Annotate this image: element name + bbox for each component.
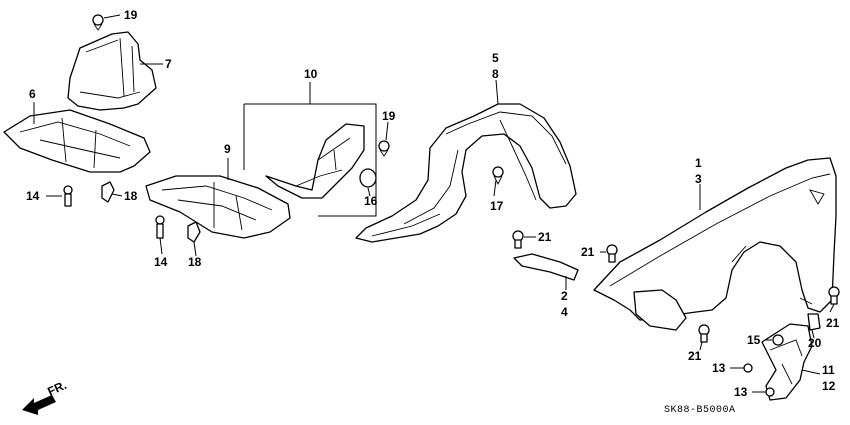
callout-labels: 19 7 6 10 9 19 5 8 16 17 14 18 14 18 21 … bbox=[26, 8, 840, 399]
callout-14-lower: 14 bbox=[154, 255, 168, 269]
part-10-bracket bbox=[265, 123, 377, 199]
callout-7: 7 bbox=[165, 57, 172, 71]
callout-2: 2 bbox=[561, 289, 568, 303]
part-9-undercover bbox=[145, 175, 291, 239]
callout-17: 17 bbox=[490, 199, 504, 213]
callout-19-top: 19 bbox=[124, 8, 138, 22]
callout-18-lower: 18 bbox=[188, 255, 202, 269]
callout-15: 15 bbox=[747, 333, 761, 347]
callout-12: 12 bbox=[822, 379, 836, 393]
callout-3: 3 bbox=[695, 172, 702, 186]
callout-4: 4 bbox=[561, 305, 568, 319]
part-7-splash-shield bbox=[67, 31, 157, 111]
part-1-front-fender bbox=[593, 157, 837, 331]
front-direction-arrow: FR. bbox=[22, 378, 69, 415]
callout-21-lower: 21 bbox=[688, 349, 702, 363]
part-5-inner-fender bbox=[355, 103, 577, 243]
fastener-clips bbox=[63, 14, 840, 397]
leader-lines bbox=[33, 14, 835, 393]
callout-9: 9 bbox=[224, 142, 231, 156]
callout-21-bracket: 21 bbox=[538, 230, 552, 244]
callout-19-box: 19 bbox=[382, 109, 396, 123]
callout-13-lower: 13 bbox=[734, 385, 748, 399]
callout-11: 11 bbox=[822, 363, 835, 377]
front-arrow-label: FR. bbox=[45, 378, 68, 399]
callout-14-left: 14 bbox=[26, 189, 40, 203]
callout-20: 20 bbox=[808, 336, 822, 350]
part-6-undercover bbox=[3, 109, 151, 173]
callout-18-left: 18 bbox=[124, 189, 138, 203]
part-2-bracket bbox=[513, 253, 579, 281]
callout-8: 8 bbox=[492, 67, 499, 81]
callout-13-upper: 13 bbox=[712, 361, 726, 375]
callout-21-fender: 21 bbox=[581, 245, 595, 259]
callout-16: 16 bbox=[364, 194, 378, 208]
diagram-code: SK88-B5000A bbox=[664, 405, 736, 416]
callout-21-right: 21 bbox=[826, 316, 840, 330]
callout-6: 6 bbox=[29, 87, 36, 101]
callout-5: 5 bbox=[492, 51, 499, 65]
callout-1: 1 bbox=[695, 156, 702, 170]
callout-10: 10 bbox=[304, 67, 318, 81]
